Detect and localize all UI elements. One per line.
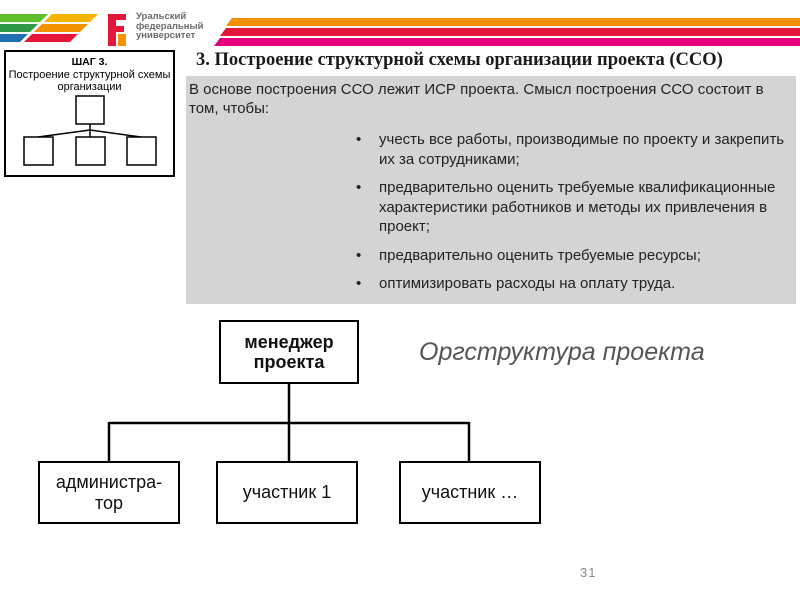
- intro-text: В основе построения ССО лежит ИСР проект…: [189, 81, 764, 117]
- bullet-list: • учесть все работы, производимые по прое…: [356, 130, 794, 303]
- bullet-icon: •: [356, 179, 362, 196]
- university-emblem-icon: [108, 14, 126, 46]
- bullet-text: учесть все работы, производимые по проек…: [379, 131, 785, 168]
- org-node-label: участник 1: [242, 482, 332, 502]
- org-node-participant-1: участник 1: [216, 461, 358, 524]
- list-item: • предварительно оценить требуемые ресурс…: [356, 246, 794, 266]
- university-name: Уральский федеральный университет: [136, 12, 203, 41]
- list-item: • оптимизировать расходы на оплату труда.: [356, 274, 794, 294]
- org-node-label: менеджер: [244, 332, 334, 352]
- bullet-icon: •: [356, 246, 362, 264]
- org-node-participant-n: участник …: [399, 461, 541, 524]
- step-title: ШАГ 3.: [71, 56, 108, 68]
- org-node-admin: админи­стра- тор: [38, 461, 180, 524]
- bullet-text: предварительно оценить требуемые ресурсы…: [379, 246, 701, 264]
- org-node-label: проекта: [253, 352, 325, 372]
- step-subtitle: Построение структурной схемы организации: [8, 69, 171, 93]
- university-line-2: федеральный: [136, 20, 204, 32]
- university-line-3: университет: [136, 30, 196, 41]
- bullet-text: оптимизировать расходы на оплату труда.: [379, 275, 676, 292]
- page-number: 31: [580, 565, 597, 580]
- list-item: • учесть все работы, производимые по прое…: [356, 130, 794, 169]
- org-node-label: тор: [94, 492, 124, 513]
- org-node-manager: менеджер проекта: [219, 320, 359, 384]
- org-node-label: админи­стра-: [55, 471, 163, 492]
- bullet-text: предварительно оценить требуемые квалифи…: [379, 179, 776, 235]
- org-node-label: участник …: [421, 482, 519, 502]
- bullet-icon: •: [356, 131, 362, 148]
- list-item: • предварительно оценить требуемые квалиф…: [356, 178, 794, 237]
- org-chart-title: Оргструктура проекта: [419, 338, 705, 366]
- text-block: В основе построения ССО лежит ИСР проект…: [186, 76, 796, 304]
- university-logo: Уральский федеральный университет: [106, 12, 203, 48]
- bullet-icon: •: [356, 275, 362, 292]
- university-line-1: Уральский: [136, 11, 187, 22]
- step-box: ШАГ 3. Построение структурной схемы орга…: [4, 50, 175, 177]
- step-mini-diagram: [23, 95, 157, 166]
- slide-title: 3. Построение структурной схемы организа…: [196, 50, 723, 70]
- header-stripes: [0, 14, 800, 46]
